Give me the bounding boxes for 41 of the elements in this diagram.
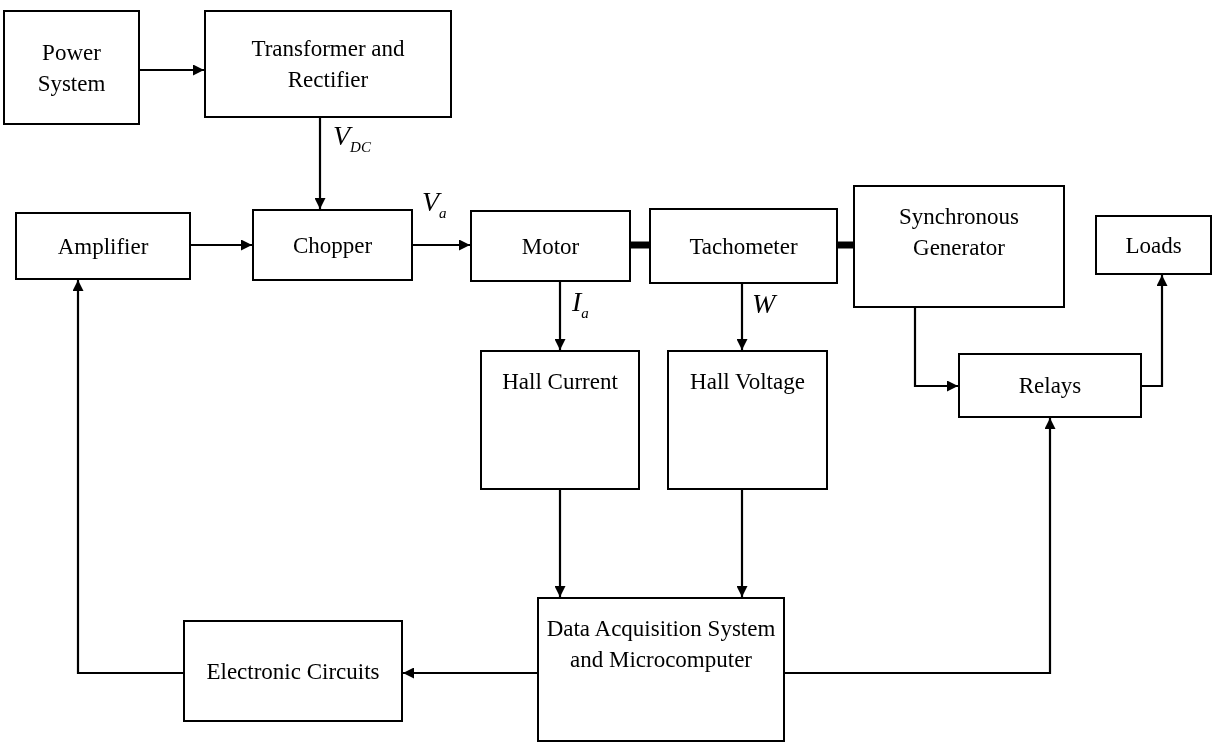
box-label: Tachometer bbox=[689, 232, 798, 261]
box-label: Electronic Circuits bbox=[206, 657, 380, 686]
arrow bbox=[413, 239, 470, 251]
arrow bbox=[1142, 275, 1168, 388]
shaft-link bbox=[631, 241, 649, 249]
arrow bbox=[913, 308, 958, 392]
process-box bbox=[853, 185, 1065, 308]
arrow bbox=[736, 490, 748, 597]
box-label: Power System bbox=[36, 38, 107, 98]
arrow bbox=[554, 490, 566, 597]
process-box bbox=[667, 350, 828, 490]
box-label: Motor bbox=[521, 232, 580, 261]
process-box bbox=[537, 597, 785, 742]
box-label: Relays bbox=[1018, 372, 1082, 400]
process-box bbox=[480, 350, 640, 490]
arrow bbox=[554, 282, 566, 350]
box-label: Loads bbox=[1125, 231, 1182, 260]
box-label: Hall Current bbox=[502, 368, 618, 396]
process-box bbox=[3, 10, 140, 125]
process-box bbox=[204, 10, 452, 118]
process-box bbox=[15, 212, 191, 280]
box-label: Hall Voltage bbox=[690, 368, 805, 396]
process-box bbox=[1095, 215, 1212, 275]
process-box bbox=[958, 353, 1142, 418]
arrow bbox=[785, 418, 1056, 675]
arrow bbox=[191, 239, 252, 251]
process-box bbox=[470, 210, 631, 282]
shaft-link bbox=[838, 241, 853, 249]
box-label: Transformer and Rectifier bbox=[250, 35, 406, 94]
box-label: Synchronous Generator bbox=[897, 203, 1021, 262]
arrow bbox=[140, 64, 204, 76]
process-box bbox=[649, 208, 838, 284]
arrow bbox=[72, 280, 183, 675]
process-box bbox=[183, 620, 403, 722]
arrow bbox=[403, 667, 537, 679]
box-label: Amplifier bbox=[57, 232, 149, 261]
box-label: Data Acquisition System and Microcomputer bbox=[545, 615, 777, 674]
arrow bbox=[736, 284, 748, 350]
process-box bbox=[252, 209, 413, 281]
box-label: Chopper bbox=[292, 231, 373, 260]
arrow bbox=[314, 118, 326, 209]
